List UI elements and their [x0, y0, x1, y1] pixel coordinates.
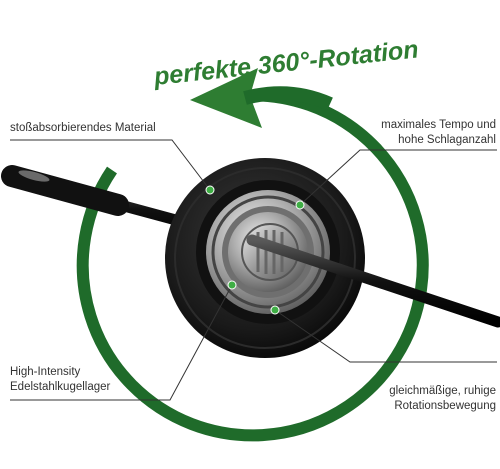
rope-handle-highlight — [18, 170, 50, 182]
marker-bottom-right — [270, 305, 280, 315]
rope-cable-right — [246, 234, 500, 328]
marker-top-left — [205, 185, 215, 195]
callout-line-top-left — [10, 139, 211, 191]
callout-line-bottom-right — [274, 309, 497, 363]
label-smooth-rotation: gleichmäßige, ruhige Rotationsbewegung — [389, 385, 496, 412]
marker-top-right — [295, 200, 305, 210]
rope-handle — [1, 165, 129, 216]
rotation-arrow-tail — [243, 86, 333, 111]
callout-line-bottom-left — [10, 284, 233, 401]
label-max-tempo: maximales Tempo und hohe Schlaganzahl — [381, 119, 496, 146]
callout-line-top-right — [299, 149, 497, 206]
diagram-title: perfekte 360°-Rotation — [152, 35, 420, 91]
rotation-ring — [76, 89, 429, 442]
rotation-arrow-head — [190, 68, 262, 128]
label-shock-absorbing-material: stoßabsorbierendes Material — [10, 122, 156, 134]
label-stainless-bearing: High-Intensity Edelstahlkugellager — [10, 366, 111, 393]
marker-bottom-left — [227, 280, 237, 290]
